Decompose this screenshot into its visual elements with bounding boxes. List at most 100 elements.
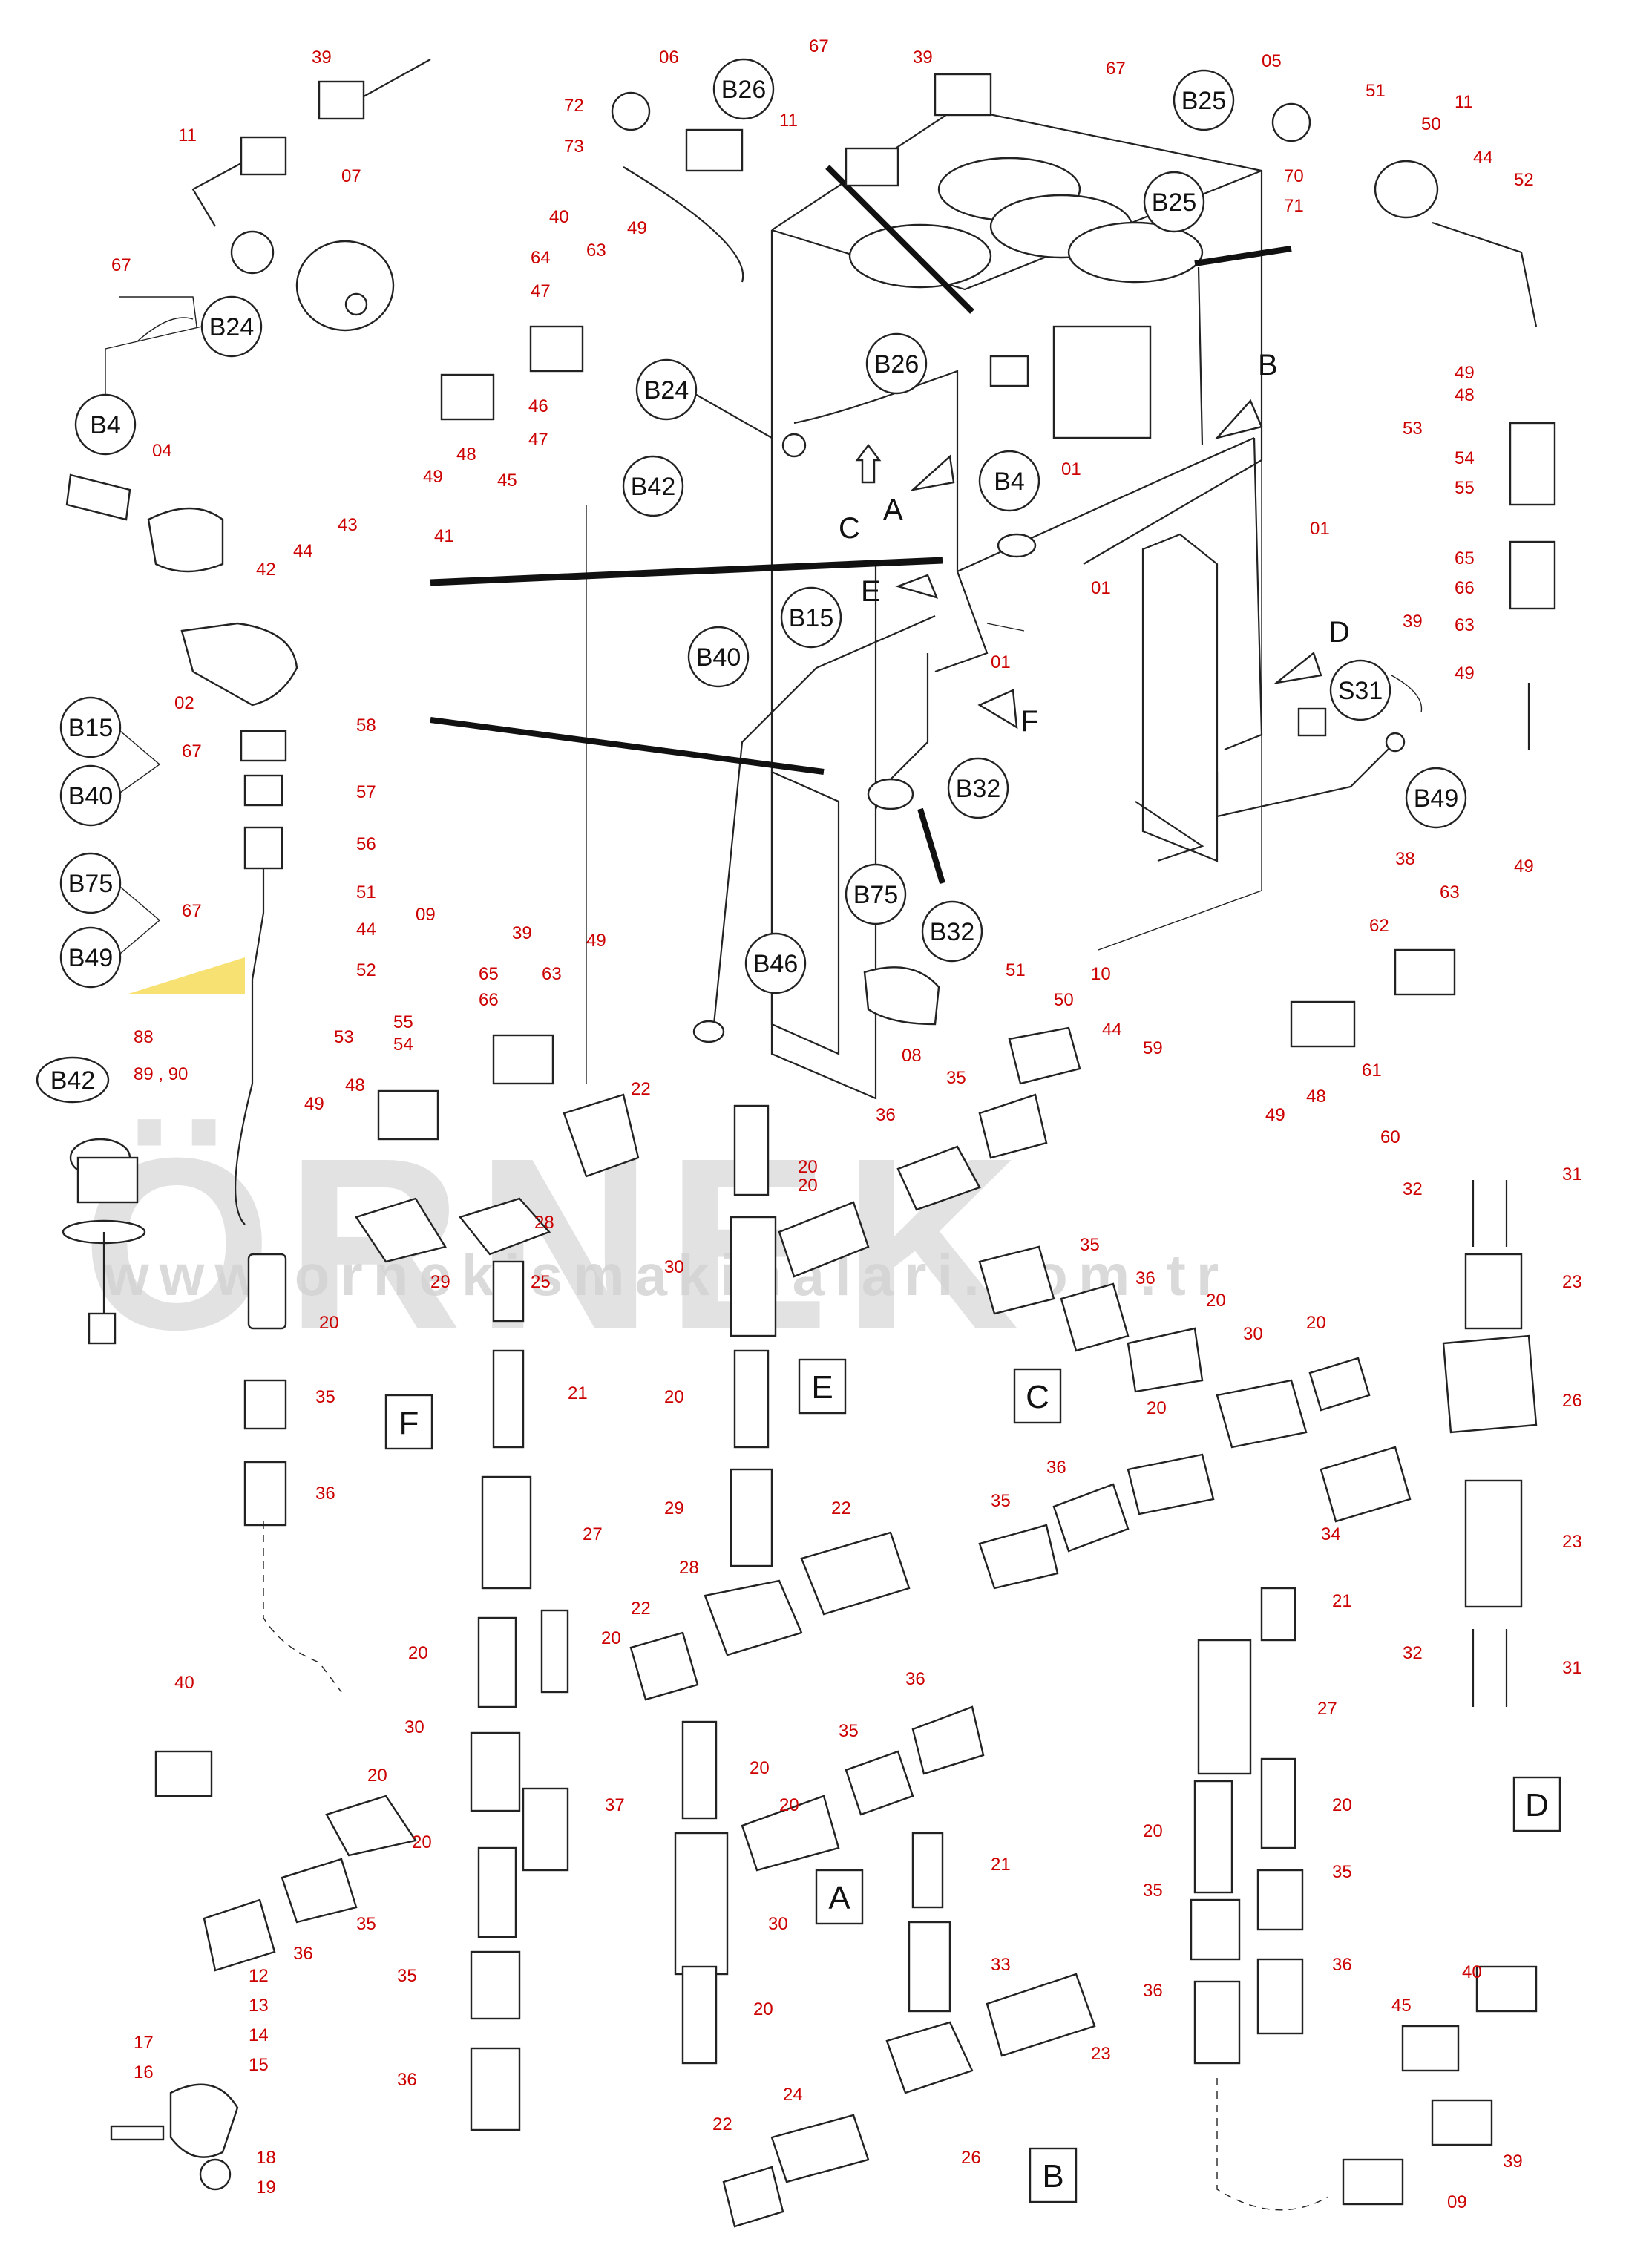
connector-47	[529, 325, 584, 373]
callout-20-a-diag: 20	[779, 1795, 799, 1815]
callout-21-left: 21	[568, 1383, 588, 1403]
bracket-b15-b40	[119, 730, 161, 793]
sensor-label-b75-center: B75	[845, 863, 907, 925]
d-coupler-35-left	[1190, 1898, 1241, 1961]
callout-22-e-left: 22	[631, 1599, 651, 1619]
callout-36-left: 36	[397, 2070, 417, 2090]
callout-20-left-side: 20	[601, 1628, 621, 1648]
callout-35-d-left: 35	[1143, 1881, 1163, 1901]
arrow-letter-d: D	[1328, 616, 1350, 649]
callout-72: 72	[564, 96, 584, 116]
callout-58: 58	[356, 715, 376, 735]
c-hose-34	[1320, 1446, 1412, 1523]
callout-50-top: 50	[1421, 114, 1441, 134]
callout-23-d-top: 23	[1562, 1272, 1582, 1292]
detail-box-a: A	[815, 1869, 864, 1925]
leader-b15	[986, 623, 1025, 632]
hose-21-left	[492, 1349, 525, 1449]
c-tee-30	[1216, 1379, 1308, 1449]
callout-51: 51	[356, 882, 376, 902]
detail-view-boxes: F E C A B D	[384, 1358, 1561, 2203]
leader-s31	[1391, 675, 1423, 713]
callout-20-a-bottom: 20	[753, 1999, 773, 2019]
tank-cap-4	[1067, 221, 1204, 284]
tee-30-left	[470, 1731, 521, 1812]
d-tee-26	[1442, 1334, 1538, 1434]
callout-35-c-lower: 35	[991, 1491, 1011, 1511]
callout-39-right: 39	[1403, 612, 1423, 632]
callout-14: 14	[249, 2025, 269, 2045]
sensor-label-b75-left: B75	[59, 852, 122, 914]
e-hose-20-diag	[778, 1201, 870, 1278]
callout-22: 22	[631, 1079, 651, 1099]
callout-55-right: 55	[1455, 478, 1475, 498]
sensor-label-text: B49	[1414, 784, 1459, 813]
hose-29-left	[355, 1197, 447, 1263]
callout-38: 38	[1395, 849, 1415, 869]
c-hose-20-right	[1308, 1357, 1371, 1412]
callout-12: 12	[249, 1966, 269, 1986]
harness-b46-branch	[711, 614, 936, 1040]
callout-63-right: 63	[1455, 615, 1475, 635]
c-coupler-36-lower	[1052, 1483, 1130, 1553]
plug-50	[1008, 1026, 1081, 1085]
arrow-b32	[917, 807, 945, 885]
callout-49-right: 49	[1455, 363, 1475, 383]
sensor-label-b32-center: B32	[947, 757, 1009, 819]
callout-51-mid: 51	[1006, 960, 1026, 980]
view-arrow-b	[1214, 399, 1263, 440]
callout-20-c-lower: 20	[1147, 1398, 1167, 1418]
sensor-label-text: S31	[1338, 677, 1383, 705]
callout-36-a: 36	[905, 1669, 925, 1689]
bolt-16	[110, 2125, 165, 2141]
callout-36-c-lower: 36	[1046, 1458, 1066, 1478]
sensor-label-b42-left: B42	[36, 1056, 110, 1104]
wiring-harness	[692, 266, 1406, 1043]
callout-09-d: 09	[1447, 2192, 1467, 2212]
callout-53-right: 53	[1403, 419, 1423, 439]
tee-27-left	[481, 1475, 532, 1590]
callout-64: 64	[531, 248, 551, 268]
callout-48-mid-right: 48	[1306, 1087, 1326, 1107]
callout-35-c: 35	[1080, 1235, 1100, 1255]
coupler-35-left	[470, 1950, 521, 2020]
callout-19: 19	[256, 2177, 276, 2197]
arrow-b40	[430, 717, 825, 775]
d-hose-23-top	[1464, 1253, 1523, 1330]
view-arrow-d	[1273, 651, 1322, 684]
b-hose-24	[770, 2114, 870, 2183]
elbow-02	[180, 622, 298, 707]
harness-b25-branch	[1197, 266, 1204, 446]
view-arrow-e	[895, 574, 939, 599]
callout-15: 15	[249, 2055, 269, 2075]
callout-35-left-diag: 35	[356, 1914, 376, 1934]
c-coupler-36	[1060, 1282, 1130, 1352]
sensor-label-b25-harness: B25	[1143, 171, 1205, 233]
sensor-plug-top-left	[230, 230, 275, 275]
connector-55	[1509, 422, 1556, 506]
callout-36-c: 36	[1135, 1268, 1155, 1288]
connector-46	[440, 373, 495, 421]
b46-end	[692, 1020, 725, 1043]
callout-29-e: 29	[664, 1498, 684, 1518]
callout-44-b: 44	[356, 920, 376, 940]
connector-39-lower-right	[1431, 2099, 1493, 2146]
sensor-label-b24-left: B24	[200, 295, 263, 358]
b4-sensor-on-harness	[997, 533, 1037, 558]
connector-40-lower-left	[154, 1750, 213, 1797]
sensor-label-text: B49	[68, 944, 114, 972]
cable-11-top-left	[191, 163, 242, 227]
callout-66-right: 66	[1455, 578, 1475, 598]
connector-11-mid	[845, 147, 899, 187]
detail-box-letter: A	[828, 1880, 850, 1916]
sensor-label-text: B15	[789, 604, 834, 632]
float-b42-foot	[88, 1312, 117, 1345]
d-hose-20-right	[1260, 1757, 1296, 1849]
bracket-b4-b24	[105, 326, 203, 395]
detail-box-letter: C	[1026, 1379, 1049, 1415]
sensor-label-b42-center: B42	[622, 455, 684, 517]
callout-05: 05	[1262, 51, 1282, 71]
callout-67: 67	[111, 255, 131, 275]
f-coupler-35	[243, 1379, 287, 1430]
callout-30-c: 30	[1243, 1324, 1263, 1344]
